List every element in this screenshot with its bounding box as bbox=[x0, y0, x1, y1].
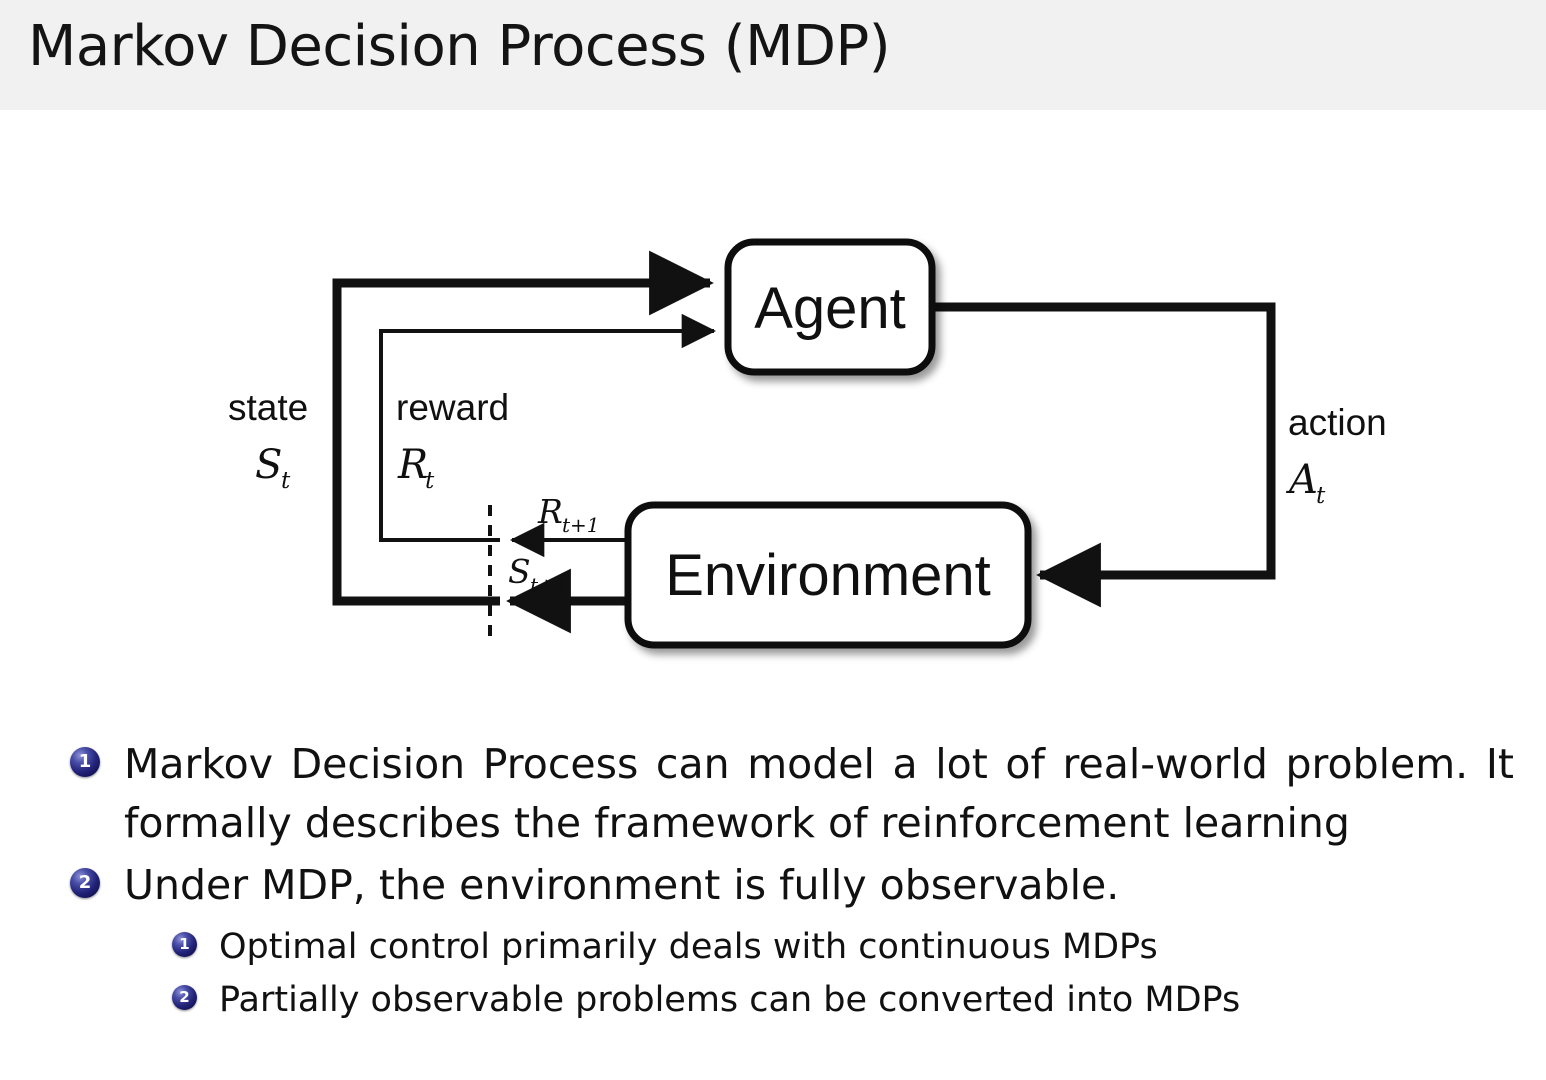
mdp-interaction-diagram: Agent Environment state S t reward R t a… bbox=[0, 110, 1546, 710]
sub-bullet-text: Partially observable problems can be con… bbox=[219, 979, 1241, 1020]
environment-node-label: Environment bbox=[665, 543, 991, 608]
reward-symbol: R bbox=[397, 442, 428, 488]
sub-bullet-text: Optimal control primarily deals with con… bbox=[219, 927, 1158, 968]
list-item: 2 Under MDP, the environment is fully ob… bbox=[0, 856, 1546, 915]
bullet-number-badge: 1 bbox=[70, 747, 100, 777]
list-item: 1 Markov Decision Process can model a lo… bbox=[0, 735, 1546, 854]
reward-label: reward R t bbox=[396, 387, 509, 494]
action-word: action bbox=[1288, 402, 1387, 443]
sub-bullet-number-badge: 2 bbox=[172, 984, 197, 1010]
state-next-subscript: t+1 bbox=[530, 573, 568, 597]
sub-list-item: 2 Partially observable problems can be c… bbox=[0, 974, 1546, 1027]
action-symbol: A bbox=[1285, 457, 1318, 503]
environment-node: Environment bbox=[624, 501, 1032, 649]
bullet-number-badge: 2 bbox=[70, 867, 100, 898]
sub-list-item: 1 Optimal control primarily deals with c… bbox=[0, 921, 1546, 974]
reward-word: reward bbox=[396, 387, 509, 428]
state-word: state bbox=[228, 387, 308, 428]
agent-node: Agent bbox=[724, 238, 936, 376]
state-next-label: S t+1 bbox=[508, 552, 568, 597]
action-label: action A t bbox=[1285, 402, 1387, 509]
action-subscript: t bbox=[1316, 483, 1326, 509]
state-subscript: t bbox=[281, 468, 291, 494]
reward-subscript: t bbox=[425, 468, 435, 494]
bullet-list: 1 Markov Decision Process can model a lo… bbox=[0, 735, 1546, 1026]
reward-next-symbol: R bbox=[537, 492, 563, 531]
slide-title-bar: Markov Decision Process (MDP) bbox=[0, 0, 1546, 110]
page-title: Markov Decision Process (MDP) bbox=[28, 14, 891, 79]
agent-node-label: Agent bbox=[754, 276, 906, 341]
reward-next-subscript: t+1 bbox=[562, 513, 600, 537]
sub-bullet-number-badge: 1 bbox=[172, 932, 197, 958]
bullet-text: Under MDP, the environment is fully obse… bbox=[124, 860, 1120, 909]
action-edge bbox=[932, 302, 1276, 608]
state-next-symbol: S bbox=[508, 552, 531, 591]
state-label: state S t bbox=[228, 387, 308, 494]
state-symbol: S bbox=[255, 442, 282, 488]
bullet-text: Markov Decision Process can model a lot … bbox=[124, 740, 1514, 848]
reward-next-label: R t+1 bbox=[537, 492, 600, 537]
